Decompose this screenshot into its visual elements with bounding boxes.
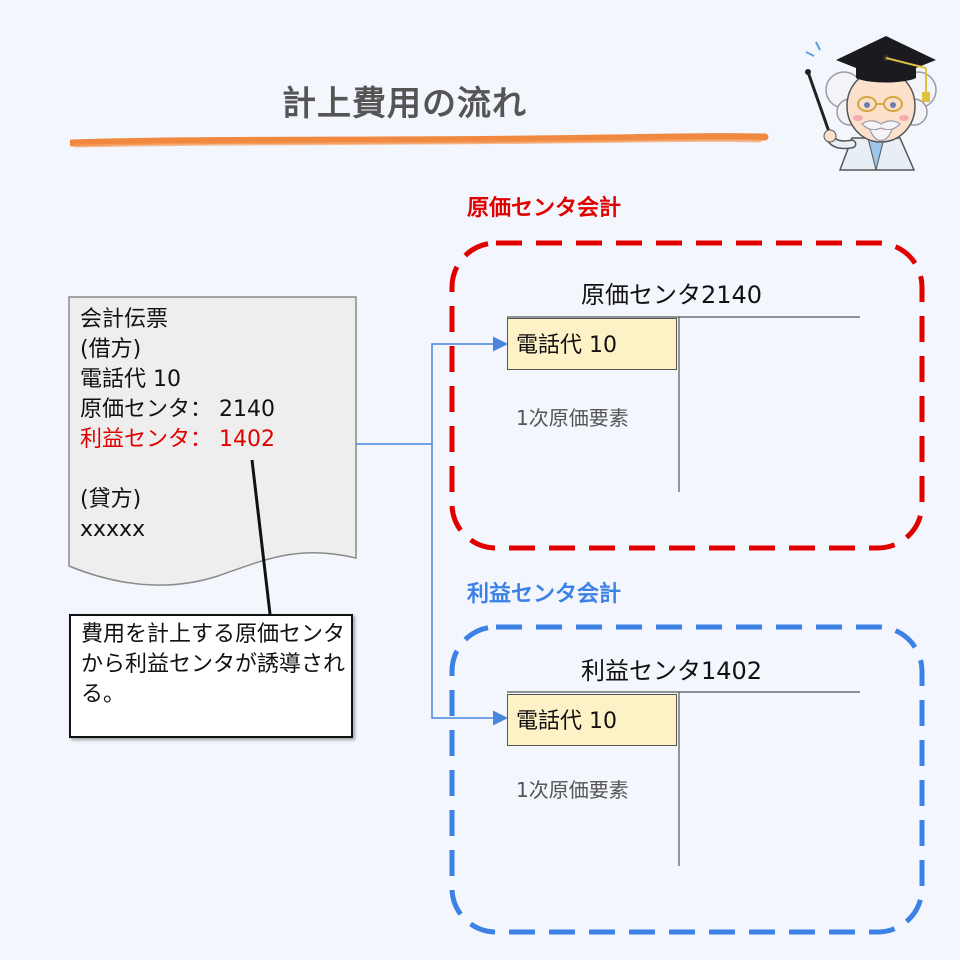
voucher-credit-label: (貸方): [80, 487, 142, 512]
title-underline: [70, 133, 769, 148]
voucher-cost-center: 原価センタ： 2140: [80, 397, 275, 422]
cost-center-name: 原価センタ2140: [581, 281, 763, 309]
profit-center-group-box: [449, 624, 925, 935]
cost-entry: 電話代 10: [507, 318, 677, 370]
callout-pointer: [250, 459, 272, 615]
professor-mascot-icon: [805, 36, 937, 171]
voucher-heading: 会計伝票: [80, 307, 169, 332]
profit-element-label: 1次原価要素: [516, 778, 629, 802]
page-title: 計上費用の流れ: [282, 84, 527, 124]
voucher-content: 会計伝票 (借方) 電話代 10 原価センタ： 2140 利益センタ： 1402…: [80, 305, 275, 545]
cost-group-title: 原価センタ会計: [467, 196, 622, 221]
profit-center-name: 利益センタ1402: [581, 657, 763, 685]
cost-element-label: 1次原価要素: [516, 406, 629, 430]
voucher-profit-center: 利益センタ： 1402: [80, 427, 275, 452]
profit-entry: 電話代 10: [507, 694, 677, 746]
voucher-debit-label: (借方): [80, 337, 142, 362]
flow-arrow-cost: [356, 336, 508, 445]
voucher-document-shape: [68, 296, 357, 586]
voucher-item: 電話代 10: [80, 367, 181, 392]
cost-center-group-box: [449, 240, 925, 551]
voucher-credit-value: xxxxx: [80, 517, 146, 542]
callout-box: 費用を計上する原価センタから利益センタが誘導される。: [69, 614, 353, 738]
flow-arrow-profit: [431, 444, 508, 726]
profit-group-title: 利益センタ会計: [467, 582, 622, 607]
